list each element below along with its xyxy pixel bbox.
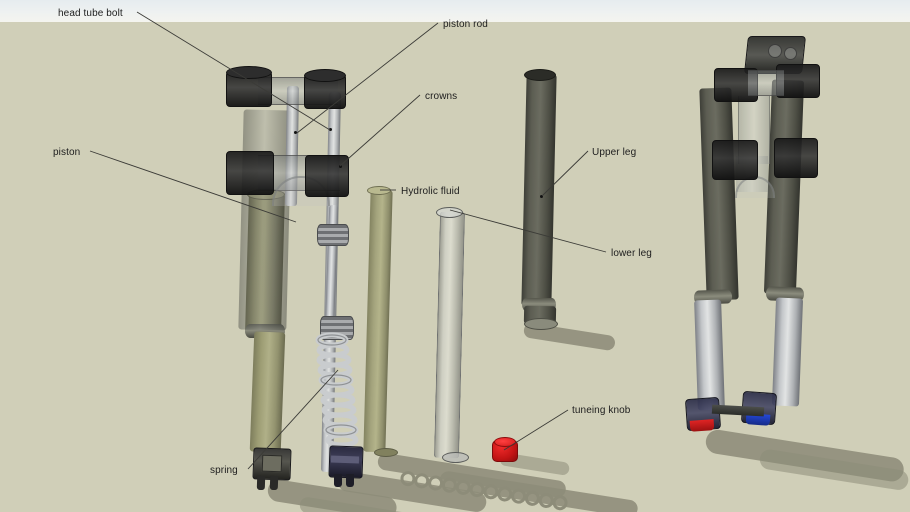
lower-crown-clamp-left[interactable]: [226, 151, 274, 195]
damper-tube-top-rim: [436, 207, 463, 218]
upper-crown-left-top: [226, 66, 272, 79]
piston-lower-stack[interactable]: [320, 316, 354, 340]
assembled-head-tube-bolt-b: [784, 47, 797, 60]
label-piston-rod: piston rod: [443, 19, 488, 30]
assembled-lower-crown-right[interactable]: [774, 138, 818, 178]
left-leg-translucent-sleeve: [238, 109, 292, 331]
lower-crown-clamp-right[interactable]: [305, 155, 349, 197]
label-hydrolic-fluid: Hydrolic fluid: [401, 186, 460, 197]
upper-crown-right-top: [304, 69, 346, 82]
label-crowns: crowns: [425, 91, 458, 102]
assembled-left-axle-red: [689, 419, 715, 432]
assembled-left-lower-leg[interactable]: [694, 299, 725, 411]
crowns-marker: [339, 165, 342, 168]
label-upper-leg: Upper leg: [592, 147, 637, 158]
left-leg-axle-lug-b: [269, 475, 279, 491]
tuning-knob-top: [494, 437, 516, 447]
label-tuneing-knob: tuneing knob: [572, 405, 631, 416]
left-leg-axle-clamp-inner: [261, 454, 283, 473]
assembled-head-tube-bolt-a: [768, 44, 782, 58]
assembled-lower-crown-left[interactable]: [712, 140, 758, 180]
piston-rod-lug-b: [346, 474, 354, 487]
label-piston: piston: [53, 147, 81, 158]
piston-rod-clamp-band: [330, 455, 360, 464]
label-spring: spring: [210, 465, 238, 476]
upper-leg-body[interactable]: [521, 73, 557, 307]
piston-rod-marker: [294, 131, 297, 134]
assembled-right-lower-leg[interactable]: [771, 297, 804, 407]
piston-upper-stack: [317, 224, 349, 246]
assembled-upper-crown-bar: [748, 70, 784, 96]
left-leg-axle-lug-a: [256, 475, 266, 491]
piston-rod-lug-a: [334, 474, 342, 487]
upper-leg-top-rim: [524, 69, 556, 81]
label-lower-leg: lower leg: [611, 248, 652, 259]
fluid-column-top-cap: [367, 186, 391, 195]
fluid-column-bottom-cap: [374, 448, 398, 457]
upper-leg-marker: [540, 195, 543, 198]
damper-tube-bottom-rim: [442, 452, 469, 463]
head-tube-bolt-marker: [329, 128, 332, 131]
left-leg-lower-tube[interactable]: [249, 331, 286, 453]
upper-leg-bottom-rim: [524, 318, 558, 330]
label-head-tube-bolt: head tube bolt: [58, 8, 123, 19]
